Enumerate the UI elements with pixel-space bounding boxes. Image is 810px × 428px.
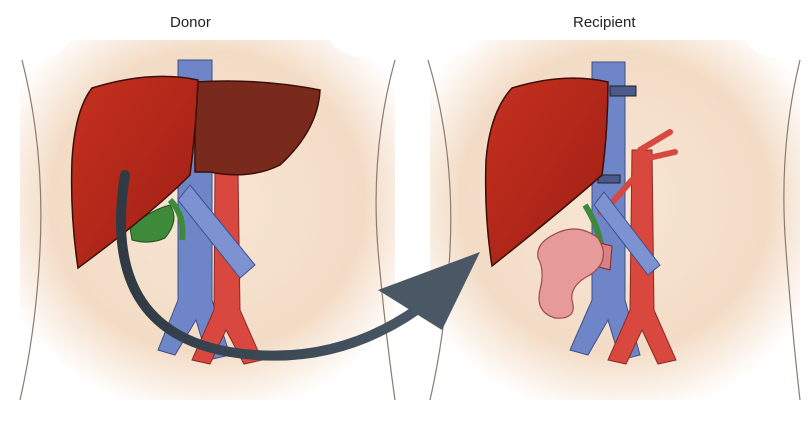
recipient-vessel-clamp [609,85,637,97]
donor-portal-vein [177,184,256,279]
recipient-vessels [537,61,678,365]
transfer-arrow [116,170,480,361]
donor-gallbladder [129,204,175,243]
transfer-arrow-head [378,252,480,330]
donor-aorta [191,169,263,365]
recipient-liver-lobe [484,77,609,268]
donor-liver-left-lobe [194,80,321,176]
donor-liver [70,75,321,270]
donor-torso-left-outline [19,59,42,401]
donor-bile-duct [167,197,186,241]
recipient-label: Recipient [573,14,636,31]
recipient-intestine [537,228,605,319]
donor-liver-right-lobe [70,75,199,270]
donor-label: Donor [170,14,211,31]
recipient-liver [484,77,609,268]
recipient-torso-left-outline [427,59,452,401]
donor-torso-right-outline [375,59,396,401]
transfer-arrow-shaft [116,170,435,361]
recipient-torso-right-outline [783,59,801,401]
recipient-portal-vein [593,191,661,276]
